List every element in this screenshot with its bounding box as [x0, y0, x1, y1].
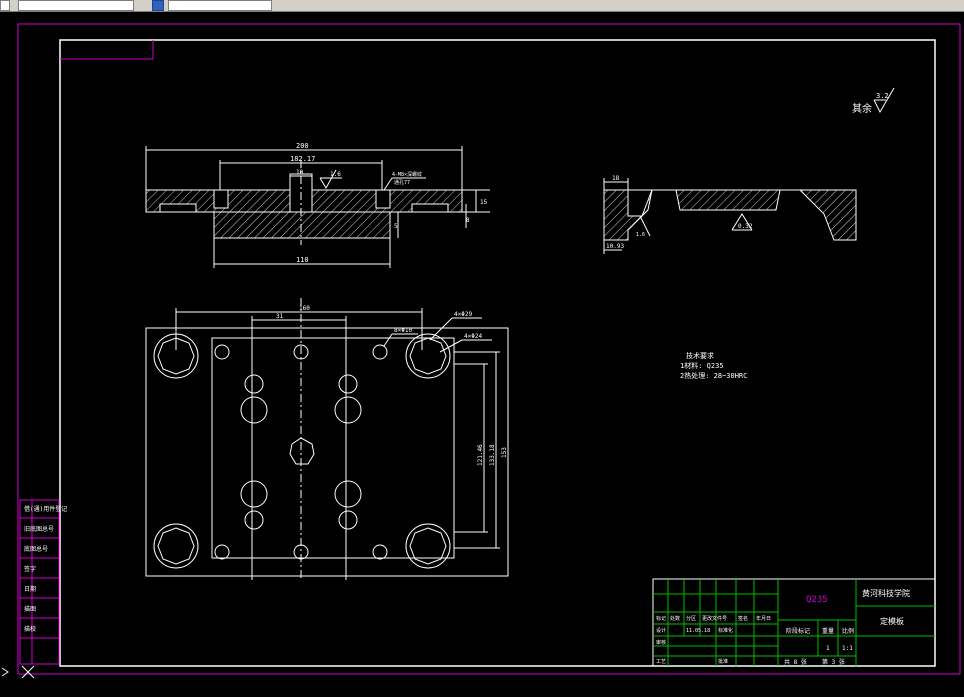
tech-title: 技术要求: [686, 351, 714, 360]
dim-plan-top-1: 160: [299, 305, 310, 312]
dim-side-bottom: 10.93: [606, 243, 624, 250]
dim-front-right-3: 5: [394, 223, 398, 230]
roughness-front: 1.6: [330, 171, 341, 178]
command-status-bar[interactable]: [0, 689, 964, 697]
style-dropdown[interactable]: [168, 0, 272, 11]
ucs-axis-icon: [1, 665, 35, 679]
stamp-item: 旧底图总号: [24, 525, 54, 533]
hole-callout-2: 4×Φ24: [464, 333, 482, 340]
hole-callout-1: 4×Φ29: [454, 311, 472, 318]
inner-drawing-border: [59, 39, 936, 667]
title-row-label: 设计: [656, 627, 666, 634]
callout-front: 4-M8×深螺纹: [392, 171, 422, 178]
title-design-date: 11.05.18: [686, 628, 710, 634]
roughness-side: 0.32: [738, 223, 753, 230]
dim-front-bottom: 110: [296, 256, 309, 264]
dim-plan-right-1: 121.46: [477, 444, 484, 466]
technical-requirements: 技术要求 1材料: Q235 2热处理: 28~30HRC: [680, 351, 747, 380]
roughness-note-value: 3.2: [876, 92, 889, 100]
title-col-label: 更改文件号: [702, 615, 727, 622]
title-scale-value: 1:1: [842, 645, 853, 652]
tech-line-2: 2热处理: 28~30HRC: [680, 371, 747, 380]
title-row-label: 工艺: [656, 659, 666, 665]
plan-view: [145, 298, 509, 580]
roughness-note-label: 其余: [852, 102, 872, 115]
title-stage-label: 阶段标记: [786, 627, 810, 635]
title-qty: 1: [826, 645, 830, 652]
stamp-item: 底图总号: [24, 545, 48, 553]
front-section-view: 200 182.17 10 110 15 8 5 1.6 4-M8×深螺纹 通孔…: [145, 142, 490, 268]
stamp-item: 描校: [24, 625, 36, 633]
title-col-label: 签名: [738, 615, 748, 622]
dim-front-slot: 10: [296, 169, 304, 176]
stamp-item: 借(通)用件登记: [24, 505, 67, 513]
title-row-label: 标记: [656, 615, 666, 622]
stamp-item: 签字: [24, 565, 36, 573]
cad-toolbar: [0, 0, 964, 12]
corner-code-box: [60, 40, 154, 60]
hole-callout-3: 8×Φ10: [394, 327, 412, 334]
outer-sheet-frame: [17, 23, 961, 675]
title-scale-label: 比例: [842, 627, 854, 635]
toolbar-left-control[interactable]: [0, 0, 10, 11]
dim-front-right-2: 8: [466, 217, 470, 224]
dim-plan-right-3: 153: [501, 447, 508, 458]
dim-front-right-1: 15: [480, 199, 488, 206]
title-col-label: 年月日: [756, 615, 771, 622]
dim-front-overall: 200: [296, 142, 309, 150]
dim-side-top: 18: [612, 175, 620, 182]
title-material: Q235: [806, 595, 828, 605]
layer-manager-icon[interactable]: [152, 0, 164, 11]
title-col-label: 分区: [686, 615, 696, 622]
title-block: Q235 黄河科技学院 定模板 标记 设计 审核 工艺 处数 分区 更改文件号 …: [652, 578, 936, 667]
title-sheet-total: 共 8 张: [784, 658, 807, 666]
title-approve-label: 批准: [718, 658, 728, 665]
roughness-small: 1.6: [636, 232, 645, 238]
dim-front-inner: 182.17: [290, 155, 315, 163]
dim-plan-right-2: 133.18: [489, 444, 496, 466]
title-row-label: 审核: [656, 639, 666, 646]
stamp-item: 日期: [24, 585, 36, 593]
title-col-label: 处数: [670, 615, 680, 622]
stamp-item: 描图: [24, 605, 36, 613]
tech-line-1: 1材料: Q235: [680, 361, 724, 370]
dim-plan-top-2: 31: [276, 313, 284, 320]
title-sheet-no: 第 3 张: [822, 658, 845, 666]
layer-dropdown[interactable]: [18, 0, 134, 11]
title-part-name: 定模板: [880, 616, 904, 626]
title-school: 黄河科技学院: [862, 588, 910, 598]
side-section-view: 18 10.93 0.32 1.6: [603, 175, 857, 254]
title-std-label: 标准化: [718, 627, 733, 634]
callout-front-2: 通孔77: [394, 179, 410, 186]
side-stamp-column: 借(通)用件登记 旧底图总号 底图总号 签字 日期 描图 描校: [19, 499, 67, 665]
general-roughness-note: 其余 3.2: [852, 87, 895, 115]
title-weight-label: 重量: [822, 627, 834, 635]
cad-drawing-canvas[interactable]: 借(通)用件登记 旧底图总号 底图总号 签字 日期 描图 描校 其余 3.2: [0, 12, 964, 689]
